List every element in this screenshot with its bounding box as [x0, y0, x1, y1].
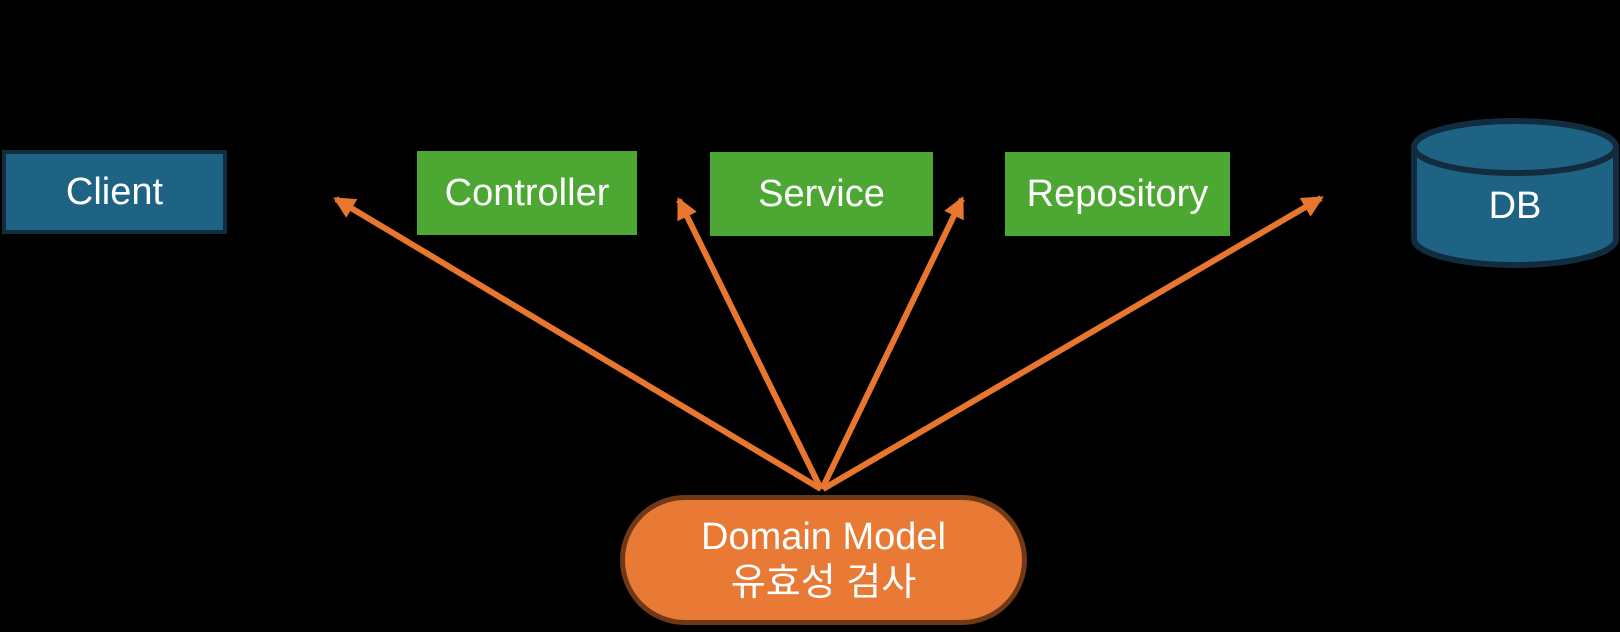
- db-cylinder-top: [1411, 118, 1619, 176]
- db-cylinder-body: [1411, 147, 1619, 268]
- validation-arrows: [333, 195, 1324, 492]
- domain-model-label-line1: Domain Model: [701, 516, 946, 558]
- validation-arrow-service-repository-gap: [819, 196, 965, 491]
- validation-arrow-controller-service-gap: [676, 197, 824, 491]
- node-service-label: Service: [758, 172, 885, 215]
- node-controller: Controller: [417, 151, 637, 235]
- validation-arrow-repository-db-gap: [821, 195, 1324, 492]
- node-domain-model: Domain Model 유효성 검사: [620, 495, 1027, 625]
- node-db: DB: [1411, 118, 1619, 268]
- node-client: Client: [2, 150, 227, 234]
- node-repository: Repository: [1005, 152, 1230, 236]
- node-controller-label: Controller: [444, 171, 610, 214]
- node-db-label: DB: [1489, 185, 1542, 227]
- validation-arrow-client-controller-gap: [333, 196, 823, 492]
- node-repository-label: Repository: [1026, 172, 1209, 215]
- node-service: Service: [710, 152, 933, 236]
- domain-model-label-line2: 유효성 검사: [730, 562, 917, 604]
- node-client-label: Client: [65, 170, 164, 213]
